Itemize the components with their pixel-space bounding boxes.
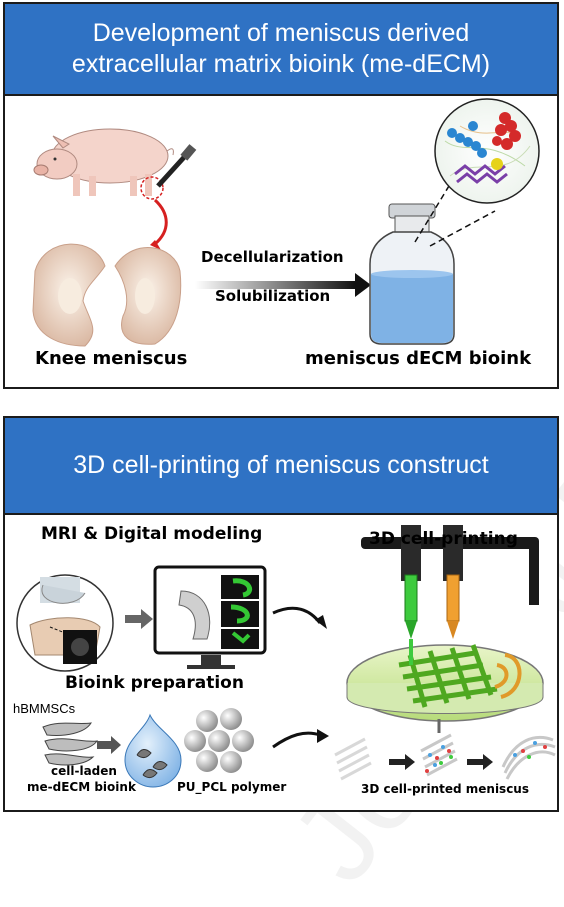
panel2-illustration (16, 525, 556, 788)
bioink-droplet-icon (124, 713, 182, 788)
3d-printer-icon (346, 525, 544, 722)
panel1-title: Development of meniscus derived extracel… (5, 4, 557, 96)
arrow-mri-to-monitor (125, 609, 153, 629)
panel-3d-cell-printing: 3D cell-printing of meniscus construct (3, 416, 559, 812)
panel-bioink-development: Development of meniscus derived extracel… (3, 2, 559, 389)
pu-pcl-polymer-icon (184, 708, 254, 773)
label-meniscus-dECM-bioink: meniscus dECM bioink (305, 348, 532, 369)
red-arrow (153, 198, 168, 246)
scalpel-icon (156, 144, 197, 188)
meniscus-tissue-image (32, 243, 182, 347)
label-knee-meniscus: Knee meniscus (35, 348, 188, 369)
label-bioink-preparation: Bioink preparation (65, 673, 244, 693)
panel1-title-line2: extracellular matrix bioink (me-dECM) (71, 50, 491, 78)
vial-icon (369, 203, 455, 345)
hbmmsc-cells-icon (42, 722, 121, 766)
label-cell-laden-line1: cell-laden (51, 764, 117, 778)
printed-meniscus-steps-icon (334, 719, 556, 781)
panel1-title-line1: Development of meniscus derived (92, 19, 470, 47)
process-arrow (195, 281, 355, 289)
label-mri-digital-modeling: MRI & Digital modeling (41, 524, 263, 544)
dECM-molecule-zoom-icon (434, 98, 540, 204)
panel1-illustration (32, 98, 540, 347)
label-pu-pcl-polymer: PU_PCL polymer (177, 780, 287, 794)
label-solubilization: Solubilization (215, 287, 331, 305)
monitor-icon (153, 565, 267, 669)
label-3d-cell-printed-meniscus: 3D cell-printed meniscus (361, 782, 529, 796)
arrow-monitor-to-printer (272, 606, 322, 624)
panel2-title: 3D cell-printing of meniscus construct (5, 418, 557, 515)
label-hbmmscs: hBMMSCs (13, 701, 76, 716)
knee-mri-icon (16, 574, 114, 672)
arrow-polymer-to-printed (272, 731, 321, 749)
pig-icon (33, 128, 174, 200)
label-decellularization: Decellularization (201, 248, 344, 266)
label-3d-cell-printing: 3D cell-printing (369, 529, 518, 549)
label-cell-laden-line2: me-dECM bioink (27, 780, 136, 794)
